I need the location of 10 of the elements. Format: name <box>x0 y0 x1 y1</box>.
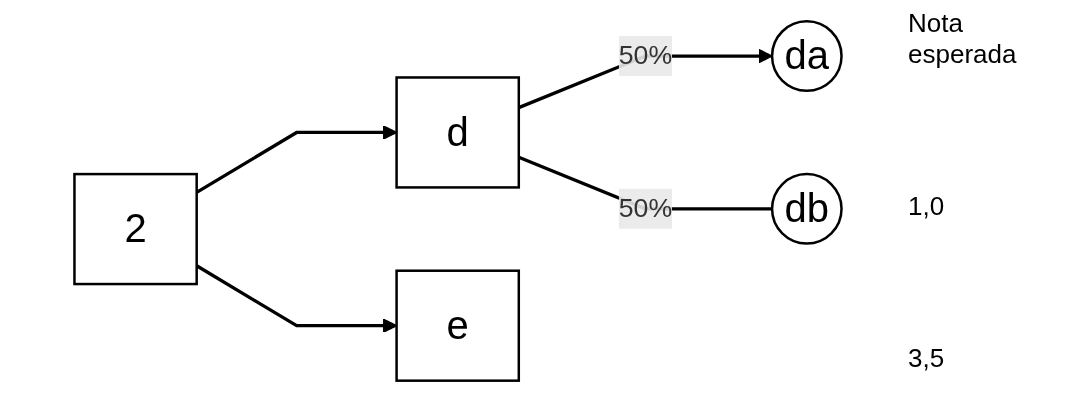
note-text: 3,5 <box>908 343 946 374</box>
node-box: d <box>395 76 521 189</box>
note-text: Nota esperada <box>908 8 1018 70</box>
node-circle: db <box>770 172 843 245</box>
edge-label: 50% <box>618 41 673 70</box>
node-circle: da <box>770 20 843 93</box>
note-text: 1,0 <box>908 191 946 222</box>
node-box: 2 <box>73 172 198 286</box>
edge-label: 50% <box>618 193 673 223</box>
node-box: e <box>395 269 521 382</box>
